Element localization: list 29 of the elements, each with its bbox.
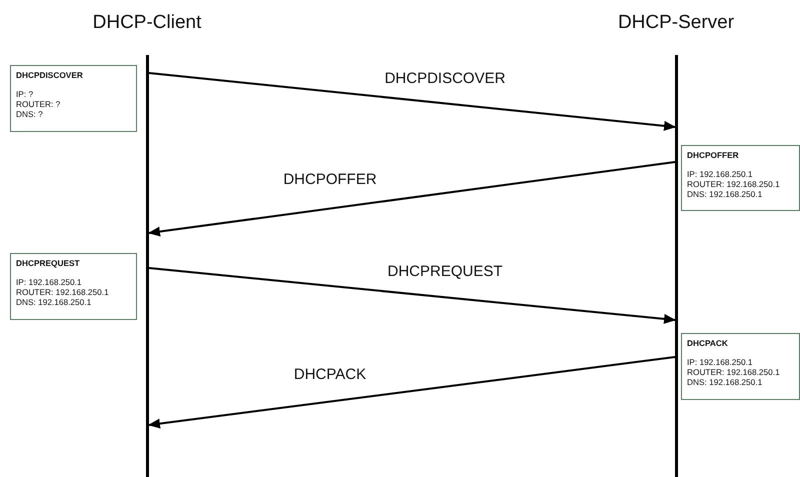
lifeline-heading: DHCP-Server (618, 12, 734, 34)
note-heading: DHCPREQUEST (16, 259, 81, 269)
note-text: IP: 192.168.250.1 (687, 170, 754, 180)
note-box (681, 145, 800, 211)
note-text: ROUTER: 192.168.250.1 (687, 180, 781, 190)
note-heading: DHCPOFFER (687, 151, 740, 161)
lifeline-heading: DHCP-Client (92, 12, 202, 34)
lifeline (146, 55, 149, 477)
note-text: DNS: ? (16, 110, 44, 120)
note-text: DNS: 192.168.250.1 (687, 190, 764, 200)
note-text: DNS: 192.168.250.1 (687, 378, 764, 388)
message-arrow (148, 161, 676, 236)
message-arrow (148, 72, 676, 131)
message-arrow (148, 267, 676, 324)
lifeline (675, 55, 678, 477)
note-box (10, 65, 137, 132)
note-text: DNS: 192.168.250.1 (16, 298, 92, 308)
note-text: IP: 192.168.250.1 (16, 278, 83, 288)
note-box (681, 333, 800, 400)
note-text: ROUTER: 192.168.250.1 (16, 288, 110, 298)
note-text: ROUTER: ? (16, 100, 62, 110)
note-text: ROUTER: 192.168.250.1 (687, 368, 781, 378)
note-heading: DHCPACK (687, 339, 729, 349)
note-text: IP: 192.168.250.1 (687, 358, 754, 368)
note-box (10, 253, 137, 320)
edge-label: DHCPREQUEST (386, 263, 504, 280)
note-heading: DHCPDISCOVER (16, 71, 84, 81)
message-arrow (148, 356, 676, 429)
note-text: IP: ? (16, 90, 34, 100)
